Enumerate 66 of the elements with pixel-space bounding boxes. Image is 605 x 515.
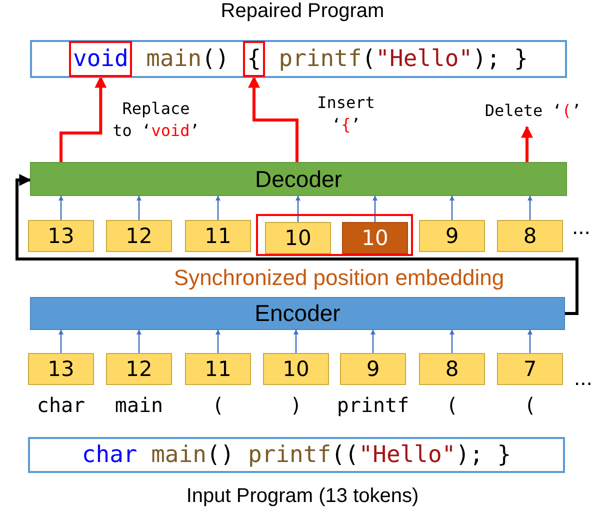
arrow — [370, 329, 376, 353]
code-token: char — [82, 442, 138, 468]
arrow — [293, 329, 299, 353]
position-token: 9 — [340, 353, 406, 385]
position-token: 12 — [106, 353, 172, 385]
arrow — [58, 329, 64, 353]
arrow — [215, 195, 221, 220]
code-token: ( — [362, 46, 376, 72]
position-token: 12 — [106, 220, 172, 252]
position-token: 10 — [342, 222, 408, 254]
token-word: ) — [288, 393, 304, 417]
token-word: ( — [444, 393, 460, 417]
ellipsis: ... — [574, 365, 592, 391]
code-token: ); } — [472, 46, 528, 72]
code-token: ); } — [456, 442, 512, 468]
code-token: "Hello" — [376, 46, 473, 72]
position-token: 10 — [263, 353, 329, 385]
arrow — [60, 76, 107, 162]
title: Repaired Program — [220, 0, 386, 23]
position-token: 13 — [28, 353, 94, 385]
arrow — [58, 195, 64, 220]
position-token: 11 — [185, 220, 251, 252]
code-token: (( — [331, 442, 359, 468]
arrow — [215, 329, 221, 353]
arrow — [527, 195, 533, 220]
code-token: "Hello" — [358, 442, 456, 468]
code-token: main — [146, 46, 202, 72]
arrow — [449, 195, 455, 220]
position-token: 9 — [419, 220, 485, 252]
position-token: 8 — [419, 353, 485, 385]
arrow — [527, 329, 533, 353]
arrow — [521, 126, 533, 162]
position-token: 11 — [185, 353, 251, 385]
code-token: printf — [248, 442, 332, 468]
code-token: printf — [278, 46, 362, 72]
token-word: ( — [522, 393, 538, 417]
encoder-bar — [30, 297, 565, 330]
token-word: printf — [336, 393, 410, 417]
arrow — [372, 195, 378, 222]
position-token: 13 — [28, 220, 94, 252]
arrow — [136, 329, 142, 353]
ellipsis: ... — [572, 214, 590, 240]
arrow — [136, 195, 142, 220]
decoder-bar — [30, 162, 567, 196]
token-word: main — [114, 393, 164, 417]
arrow — [295, 195, 301, 222]
token-word: ( — [210, 393, 226, 417]
annotation: Synchronized position embedding — [172, 265, 506, 291]
bar-label: Encoder — [254, 300, 340, 327]
arrow — [449, 329, 455, 353]
caption: Input Program (13 tokens) — [185, 485, 420, 508]
highlight-frame: { — [243, 41, 265, 77]
code-box — [30, 40, 567, 78]
position-token: 8 — [497, 220, 563, 252]
position-token: 7 — [497, 353, 563, 385]
code-token: () — [206, 442, 234, 468]
arrow — [248, 76, 298, 162]
position-token: 10 — [265, 222, 331, 254]
highlight-frame: void — [68, 41, 132, 77]
code-box — [28, 437, 565, 473]
token-word: char — [36, 393, 86, 417]
code-token: () — [202, 46, 230, 72]
arrow — [16, 174, 578, 315]
bar-label: Decoder — [255, 166, 342, 192]
code-token: main — [151, 442, 206, 468]
highlight-frame — [256, 214, 413, 256]
